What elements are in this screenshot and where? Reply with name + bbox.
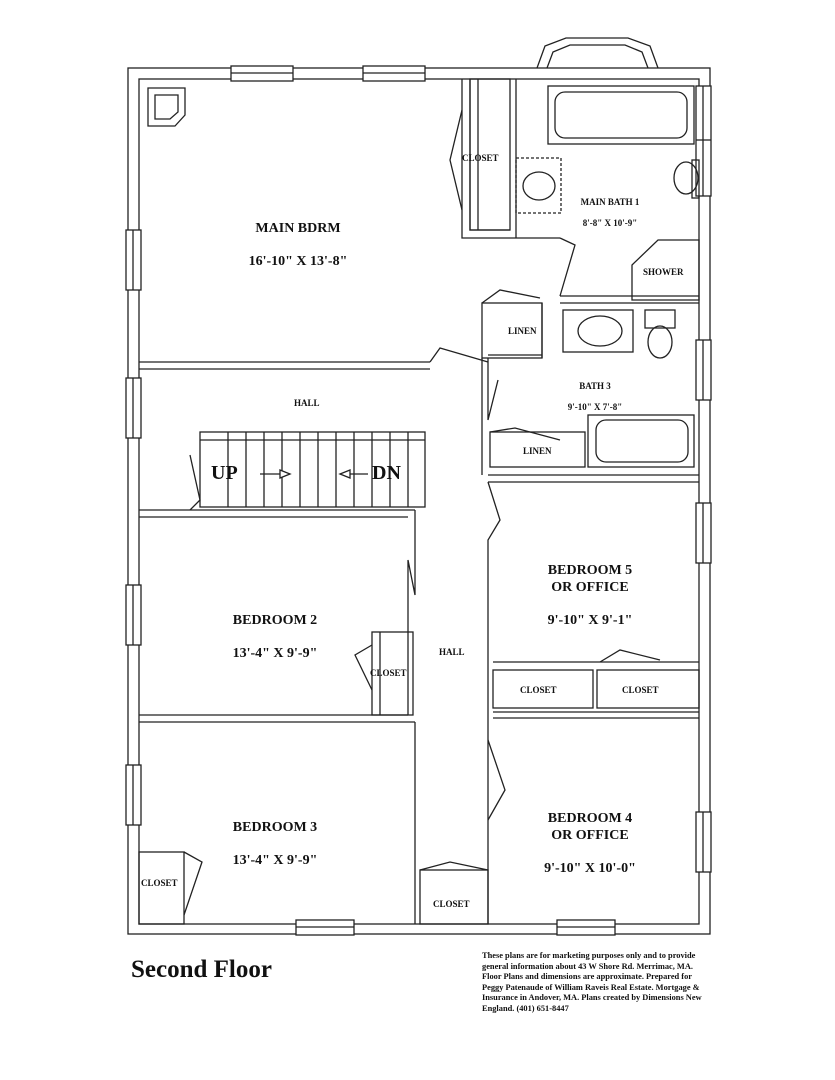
room-bath3: BATH 3 9'-10" X 7'-8" — [545, 370, 645, 424]
room-bedroom2: BEDROOM 2 13'-4" X 9'-9" — [205, 596, 345, 680]
disclaimer-text: These plans are for marketing purposes o… — [482, 951, 702, 1013]
room-dims: 8'-8" X 10'-9" — [582, 218, 638, 229]
closet-bedroom4 — [596, 669, 700, 709]
label-shower: SHOWER — [643, 267, 684, 277]
room-name: MAIN BDRM — [255, 220, 341, 236]
bay-window — [536, 37, 659, 69]
closet-bedroom3 — [138, 851, 185, 925]
label-closet-main: CLOSET — [462, 153, 499, 163]
closet-main-bdrm — [469, 78, 511, 231]
shower-stall — [631, 239, 700, 301]
closet-bedroom2 — [371, 631, 414, 716]
label-linen-1: LINEN — [508, 326, 537, 336]
label-closet-bedroom5: CLOSET — [520, 685, 557, 695]
chimney — [147, 87, 186, 127]
room-dims: 13'-4" X 9'-9" — [232, 646, 318, 662]
room-bedroom3: BEDROOM 3 13'-4" X 9'-9" — [205, 803, 345, 887]
room-name: MAIN BATH 1 — [580, 196, 640, 207]
label-closet-hall: CLOSET — [433, 899, 470, 909]
label-stairs-up: UP — [211, 462, 238, 484]
room-dims: 13'-4" X 9'-9" — [232, 853, 318, 869]
room-dims: 9'-10" X 7'-8" — [567, 402, 623, 413]
room-name: BEDROOM 4 OR OFFICE — [547, 810, 633, 843]
closet-bedroom5 — [492, 669, 594, 709]
room-name: BEDROOM 5 OR OFFICE — [547, 562, 633, 595]
vanity-main — [515, 157, 562, 214]
room-bedroom4: BEDROOM 4 OR OFFICE 9'-10" X 10'-0" — [520, 794, 660, 895]
label-hall-center: HALL — [439, 647, 465, 657]
label-linen-2: LINEN — [523, 446, 552, 456]
room-name: BEDROOM 3 — [232, 819, 318, 835]
room-name: BATH 3 — [579, 380, 611, 391]
linen-closet-2 — [489, 431, 586, 468]
room-dims: 9'-10" X 9'-1" — [547, 613, 633, 629]
label-closet-bedroom3: CLOSET — [141, 878, 178, 888]
label-stairs-down: DN — [372, 462, 401, 484]
label-closet-bedroom2: CLOSET — [370, 668, 407, 678]
stairs — [199, 431, 426, 508]
vanity-bath3 — [562, 309, 634, 353]
label-hall-upper: HALL — [294, 398, 320, 408]
closet-hall — [419, 869, 489, 925]
floor-title: Second Floor — [131, 956, 272, 983]
room-bedroom5: BEDROOM 5 OR OFFICE 9'-10" X 9'-1" — [520, 546, 660, 647]
room-dims: 9'-10" X 10'-0" — [544, 861, 636, 877]
room-main-bath: MAIN BATH 1 8'-8" X 10'-9" — [565, 186, 655, 240]
label-closet-bedroom4: CLOSET — [622, 685, 659, 695]
room-main-bdrm: MAIN BDRM 16'-10" X 13'-8" — [228, 204, 368, 288]
stair-treads — [227, 432, 409, 507]
room-dims: 16'-10" X 13'-8" — [248, 254, 348, 270]
room-name: BEDROOM 2 — [232, 612, 318, 628]
bathtub-main — [547, 85, 695, 145]
bathtub-bath3 — [587, 414, 695, 468]
